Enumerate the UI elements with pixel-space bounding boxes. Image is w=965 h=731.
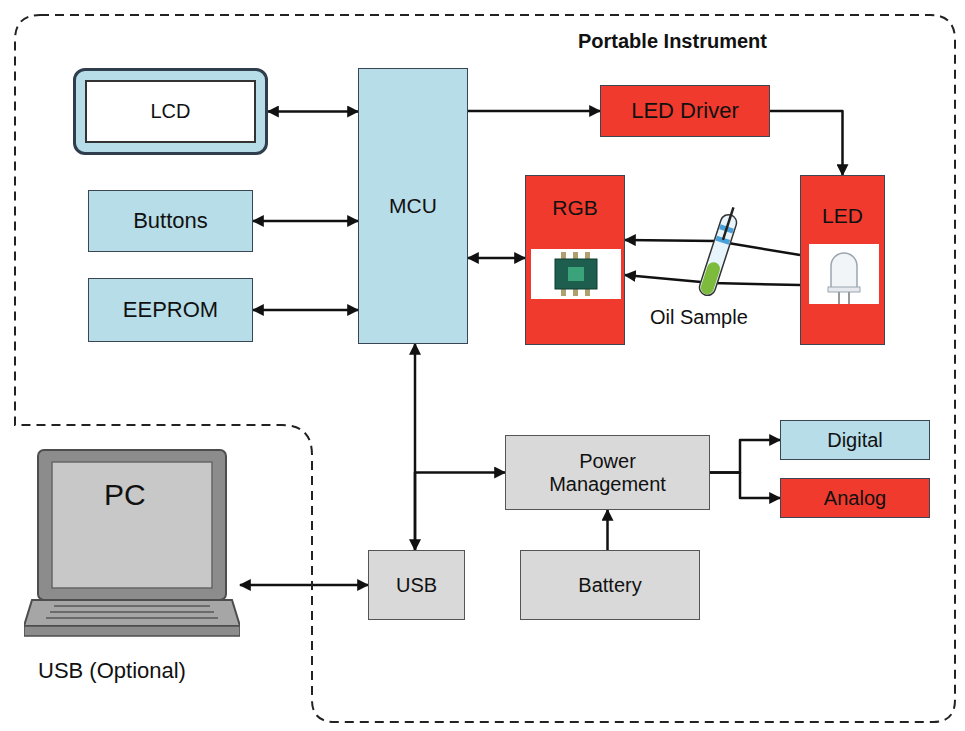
illustration-part bbox=[848, 292, 850, 304]
illustration-part bbox=[828, 287, 860, 292]
illustration-part bbox=[555, 259, 597, 289]
connector-arrow bbox=[710, 440, 780, 473]
sample-label: Oil Sample bbox=[650, 306, 748, 329]
box-label: RGB bbox=[552, 196, 598, 220]
box-label: EEPROM bbox=[123, 297, 218, 322]
box-label: Digital bbox=[827, 429, 883, 452]
illustration-part bbox=[15, 15, 955, 722]
led-box: LED bbox=[800, 175, 885, 345]
mcu-box: MCU bbox=[358, 68, 468, 344]
connector-arrow bbox=[468, 257, 525, 260]
rail-box: Digital bbox=[780, 420, 930, 460]
driver-box: LED Driver bbox=[600, 85, 770, 137]
illustration-part bbox=[699, 261, 722, 296]
computer-label: PC bbox=[104, 478, 146, 513]
illustration-part bbox=[809, 244, 879, 304]
box-label: Power Management bbox=[538, 450, 678, 496]
box-label: MCU bbox=[389, 194, 437, 218]
box-label: LCD bbox=[150, 100, 190, 123]
battery-box: Battery bbox=[520, 550, 700, 620]
illustration-part bbox=[838, 292, 840, 304]
illustration-part bbox=[52, 462, 212, 588]
connector-arrow bbox=[710, 473, 780, 499]
illustration-part bbox=[24, 626, 240, 636]
connector-arrow bbox=[253, 309, 358, 312]
connector-arrow bbox=[240, 584, 368, 587]
illustration-part bbox=[831, 253, 857, 288]
memory-box: EEPROM bbox=[88, 278, 253, 342]
illustration-part bbox=[531, 249, 621, 299]
box-label: Battery bbox=[578, 574, 641, 597]
illustration-part bbox=[24, 600, 240, 626]
illustration-part bbox=[568, 267, 584, 281]
connector-arrow bbox=[415, 473, 505, 551]
illustration-part bbox=[723, 207, 734, 239]
connector-arrow bbox=[253, 220, 358, 223]
computer-node: PC USB (Optional) bbox=[24, 448, 240, 698]
box-label: LED bbox=[822, 204, 863, 228]
node-caption: USB (Optional) bbox=[38, 658, 186, 683]
sensor-box: RGB bbox=[525, 175, 625, 345]
test-tube-illustration bbox=[688, 205, 748, 305]
display-box: LCD bbox=[73, 68, 268, 155]
input-box: Buttons bbox=[88, 190, 253, 252]
region-heading: Portable Instrument bbox=[578, 30, 767, 53]
connector-arrow bbox=[268, 110, 358, 113]
rail-box: Analog bbox=[780, 478, 930, 518]
illustration-part bbox=[697, 213, 738, 298]
power-box: Power Management bbox=[505, 435, 710, 510]
box-label: Analog bbox=[824, 487, 886, 510]
connector-arrow bbox=[770, 111, 843, 175]
lcd-screen: LCD bbox=[85, 80, 256, 143]
connector-arrow bbox=[606, 510, 609, 550]
illustration-part bbox=[38, 450, 226, 600]
box-label: USB bbox=[396, 574, 437, 597]
usb-box: USB bbox=[368, 550, 465, 620]
rgb-sensor-chip bbox=[531, 249, 621, 299]
led-picture bbox=[809, 244, 879, 304]
illustration-part bbox=[46, 606, 218, 618]
box-label: LED Driver bbox=[631, 98, 739, 123]
connector-arrow bbox=[468, 110, 600, 113]
box-label: Buttons bbox=[133, 208, 208, 233]
illustration-part bbox=[697, 205, 741, 297]
